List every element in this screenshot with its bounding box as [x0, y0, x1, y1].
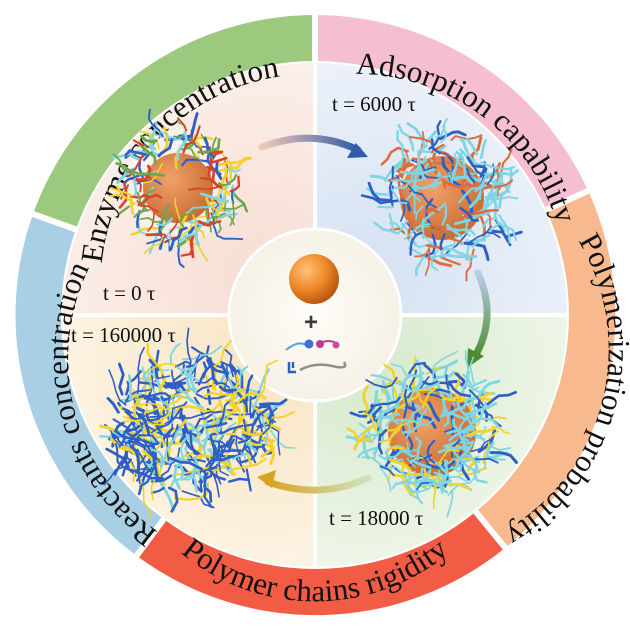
time-label-t160000: t = 160000 τ — [71, 323, 176, 347]
polymer-chain-segment — [129, 376, 130, 396]
time-label-t6000: t = 6000 τ — [332, 92, 416, 116]
time-label-t0: t = 0 τ — [103, 281, 155, 305]
time-label-t18000: t = 18000 τ — [329, 506, 423, 530]
plus-sign: + — [304, 309, 318, 336]
polymer-chain-segment — [208, 390, 210, 404]
polymer-chain-segment — [446, 255, 476, 257]
polymer-chain-segment — [250, 397, 251, 418]
polymer-chain-segment — [378, 207, 394, 208]
center-nanoparticle — [289, 254, 339, 304]
polymer-chain-segment — [423, 220, 424, 238]
